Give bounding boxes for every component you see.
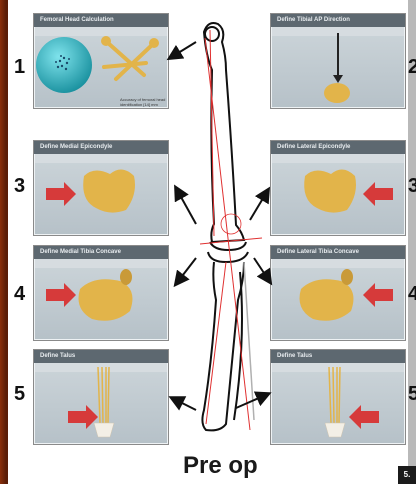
knee-transverse-line bbox=[200, 238, 262, 244]
femur-outline bbox=[204, 23, 244, 242]
knee-center-marker bbox=[221, 214, 241, 234]
fibula-line bbox=[244, 262, 254, 420]
knee-outline bbox=[208, 242, 248, 262]
figure-caption: Pre op bbox=[183, 452, 258, 480]
pointer-arrows bbox=[170, 42, 270, 410]
corner-figure-label: 5. bbox=[398, 466, 416, 484]
tibial-axis-line bbox=[206, 262, 226, 424]
